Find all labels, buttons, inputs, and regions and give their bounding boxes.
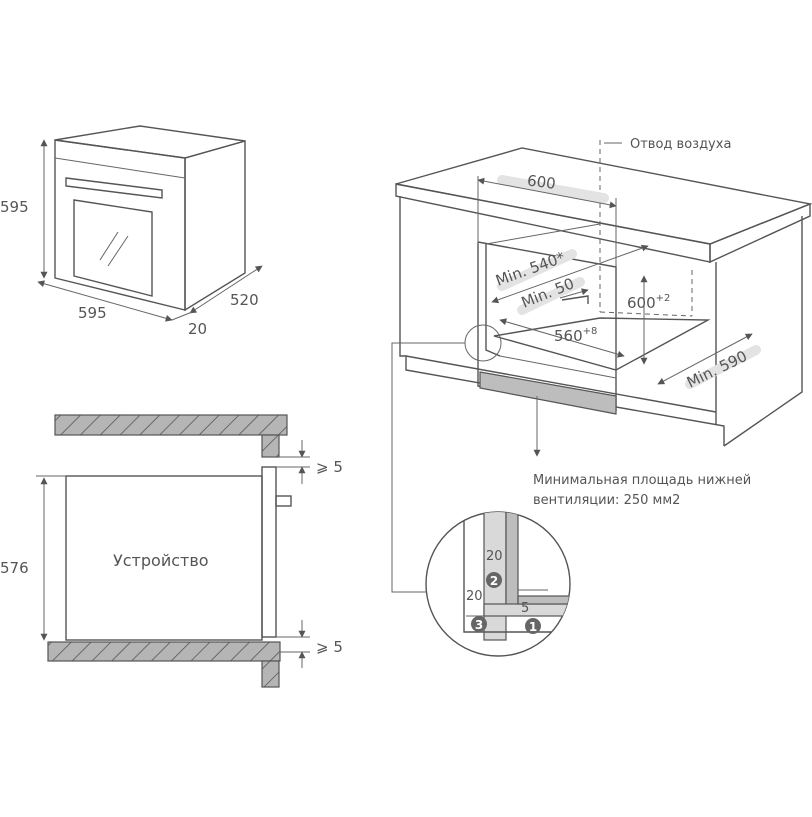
plinth-top-line	[405, 355, 717, 413]
ventilation-note-line1: Минимальная площадь нижней	[533, 473, 751, 488]
bottom-shelf	[47, 641, 281, 662]
width-600-dim-line	[477, 177, 617, 209]
device-knob	[275, 495, 292, 507]
glass-reflection-2	[107, 235, 129, 267]
bottom-shelf-lip	[261, 660, 280, 688]
marker-1: 1	[525, 618, 541, 634]
niche-floor-front	[499, 355, 617, 379]
width-600-label: 600	[526, 171, 557, 192]
detail-callout-circle	[464, 324, 502, 362]
niche-step	[561, 295, 589, 304]
section-view: Устройство 576 ⩾ 5 ⩾ 5	[0, 414, 343, 688]
cabinet-base-right	[723, 380, 803, 447]
countertop-side	[709, 202, 811, 264]
detail-oven-floor	[517, 595, 570, 605]
oven-isometric-view: 595 595 520 20	[0, 125, 263, 338]
top-shelf	[54, 414, 288, 436]
niche-left-inner	[485, 244, 501, 357]
niche-floor	[493, 317, 711, 371]
oven-depth-label: 520	[230, 291, 259, 309]
ventilation-opening	[479, 371, 617, 415]
svg-text:1: 1	[529, 620, 537, 634]
device-label: Устройство	[113, 551, 209, 570]
detail-base	[483, 603, 570, 617]
width-dim-line	[37, 280, 173, 322]
depth-dim-line	[189, 265, 263, 314]
min590-dim-line	[657, 333, 753, 385]
cabinet-isometric-view: Отвод воздуха 600 Min. 540* Min. 50 600+…	[391, 137, 812, 593]
inner-width-560-dim-line	[499, 318, 625, 358]
door-handle	[65, 177, 163, 199]
gap-bottom-label: ⩾ 5	[316, 638, 343, 656]
marker-2: 2	[486, 572, 502, 588]
air-outlet-label: Отвод воздуха	[630, 137, 731, 152]
oven-width-label: 595	[78, 304, 107, 322]
svg-text:3: 3	[475, 618, 483, 632]
door-offset-line	[171, 311, 193, 321]
min50-label: Min. 50	[519, 274, 577, 311]
control-panel-line	[54, 157, 186, 179]
detail-dim-20-left: 20	[466, 589, 483, 604]
ventilation-note-line2: вентиляции: 250 мм2	[533, 493, 680, 508]
inner-width-560-label: 560+8	[554, 326, 597, 345]
gap-top-label: ⩾ 5	[316, 458, 343, 476]
device-front-panel	[261, 466, 277, 638]
niche-top-inner	[485, 223, 601, 245]
glass-reflection	[99, 231, 119, 261]
marker-3: 3	[471, 616, 487, 632]
min590-label: Min. 590	[684, 347, 750, 392]
detail-callout-leader	[391, 342, 465, 593]
device-height-label: 576	[0, 559, 29, 577]
svg-text:2: 2	[490, 574, 498, 588]
detail-view: 20 20 5 2 3 1	[425, 511, 571, 657]
detail-dim-20-top: 20	[486, 549, 503, 564]
height-600-label: 600+2	[627, 293, 670, 312]
oven-height-label: 595	[0, 198, 29, 216]
air-outlet-dashed-floor	[599, 311, 693, 317]
min50-dim-line	[559, 288, 589, 299]
min540-dim-line	[491, 244, 649, 304]
door-offset-label: 20	[188, 320, 207, 338]
door-window	[73, 199, 153, 297]
cabinet-front-left	[399, 196, 725, 446]
detail-dim-5: 5	[521, 601, 529, 616]
detail-oven-wall	[505, 512, 519, 609]
oven-side-face	[184, 140, 246, 312]
oven-top-face	[54, 125, 246, 159]
top-shelf-lip	[261, 434, 280, 458]
